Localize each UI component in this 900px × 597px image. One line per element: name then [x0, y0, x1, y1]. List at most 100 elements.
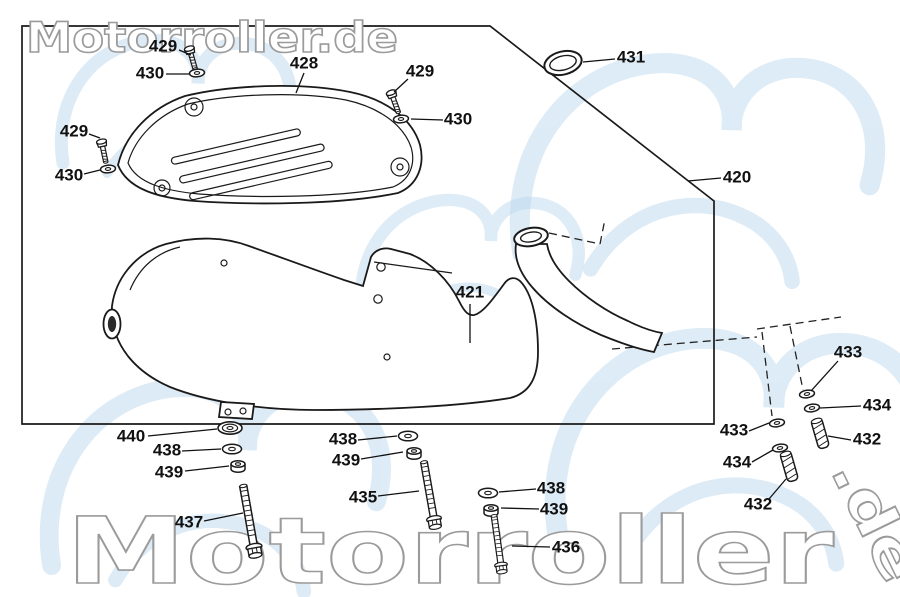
heat-shield-boss	[390, 157, 410, 177]
part-label-428: 428	[290, 53, 318, 72]
washer-438	[477, 487, 499, 499]
part-label-429: 429	[60, 121, 88, 140]
washer-434	[803, 402, 821, 414]
muffler-bracket-line	[373, 261, 453, 274]
part-label-435: 435	[349, 487, 377, 506]
part-label-438: 438	[153, 440, 181, 459]
heat-shield-428	[117, 85, 423, 205]
heat-shield-slot	[189, 160, 333, 201]
muffler-bracket-hole	[373, 294, 383, 304]
leader-line	[500, 507, 540, 510]
heat-shield-inner-line	[127, 94, 414, 198]
tab-hole	[224, 408, 232, 416]
part-label-434: 434	[863, 395, 892, 414]
leader-line	[203, 512, 244, 522]
leader-line	[147, 428, 218, 437]
part-label-433: 433	[720, 420, 748, 439]
part-label-439: 439	[540, 499, 568, 518]
part-labels: 429 430 428 429 430 431 429 430 420 421 …	[55, 36, 892, 556]
part-label-434: 434	[723, 452, 752, 471]
part-label-438: 438	[537, 478, 565, 497]
exhaust-flange	[513, 226, 549, 248]
alignment-dashed-line	[756, 316, 842, 330]
watermark-texts: Motorroller.de Motorroller .de	[25, 12, 900, 597]
leader-line	[377, 490, 420, 497]
part-label-430: 430	[444, 109, 472, 128]
part-label-437: 437	[175, 512, 203, 531]
part-label-432: 432	[853, 429, 881, 448]
part-label-440: 440	[117, 426, 145, 445]
muffler-rivet	[220, 259, 228, 267]
diagram-frame	[21, 25, 715, 425]
washer-433	[768, 417, 786, 429]
heat-shield-boss	[153, 179, 171, 197]
washer-438	[221, 443, 243, 455]
watermark-top-text: Motorroller.de	[26, 13, 398, 62]
heat-shield-boss-hole	[158, 184, 166, 192]
leader-line	[184, 465, 230, 472]
nut-439	[406, 447, 422, 460]
washer-440	[217, 420, 243, 436]
leader-line	[83, 169, 101, 175]
fasteners	[95, 44, 831, 576]
leader-line	[357, 435, 398, 441]
leader-line	[819, 405, 862, 409]
leader-line	[687, 177, 722, 182]
heat-shield-boss	[184, 97, 204, 117]
leader-line	[582, 58, 616, 63]
watermark-bottom-text: Motorroller	[66, 498, 835, 597]
muffler-421	[102, 226, 664, 420]
leader-line	[360, 451, 404, 460]
leader-lines	[83, 49, 862, 548]
spacer-432	[809, 416, 831, 451]
alignment-dashed-line	[599, 218, 606, 245]
washer-430	[188, 67, 206, 79]
heat-shield-outline	[117, 85, 423, 205]
leader-line	[768, 478, 787, 500]
gasket-431	[543, 49, 583, 77]
muffler-bracket-hole	[376, 262, 386, 272]
heat-shield-slot	[170, 128, 301, 165]
leader-line	[178, 49, 192, 56]
leader-line	[748, 422, 770, 432]
alignment-dashed-line	[611, 336, 758, 350]
leader-line	[88, 133, 101, 139]
leader-line	[393, 78, 409, 93]
alignment-dashed-line	[761, 331, 773, 417]
heat-shield-boss-hole	[190, 103, 198, 111]
tab-hole	[239, 407, 247, 415]
muffler-rivet	[383, 353, 391, 361]
part-label-431: 431	[617, 47, 645, 66]
leader-line	[810, 360, 839, 392]
exhaust-header-pipe	[514, 243, 664, 354]
part-label-438: 438	[329, 429, 357, 448]
part-label-432: 432	[744, 494, 772, 513]
part-label-430: 430	[55, 165, 83, 184]
leader-line	[410, 118, 444, 121]
part-label-439: 439	[155, 462, 183, 481]
muffler-end-opening	[107, 316, 117, 332]
alignment-dashed-line	[548, 232, 601, 245]
leader-line	[181, 448, 222, 452]
spacer-432	[778, 449, 800, 484]
part-label-439: 439	[332, 450, 360, 469]
alignment-dashed-lines	[548, 218, 842, 417]
leader-line	[751, 449, 774, 463]
washer-438	[397, 430, 419, 442]
part-label-436: 436	[552, 537, 580, 556]
heat-shield-slot	[179, 143, 325, 184]
leader-line	[827, 435, 852, 441]
muffler-body	[111, 237, 539, 411]
washer-433	[798, 388, 816, 400]
washer-430	[392, 113, 410, 125]
alignment-dashed-line	[789, 325, 804, 391]
heat-shield-boss-hole	[396, 163, 404, 171]
part-label-430: 430	[136, 63, 164, 82]
muffler-inner-line	[129, 246, 181, 291]
leader-line	[498, 488, 537, 493]
screw-429	[95, 137, 112, 165]
part-label-421: 421	[456, 282, 484, 301]
part-label-420: 420	[723, 167, 751, 186]
